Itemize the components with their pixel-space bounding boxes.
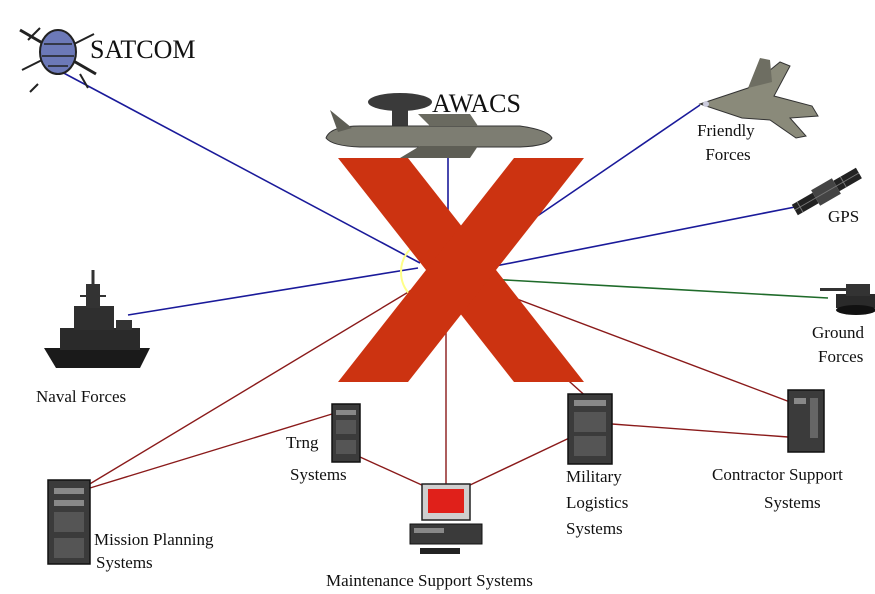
gps-satellite-icon xyxy=(791,167,862,216)
link-mission-planning xyxy=(87,284,421,486)
tank-icon xyxy=(820,284,875,315)
link-ground-forces xyxy=(469,277,829,299)
maintenance-support-label: Maintenance Support Systems xyxy=(326,571,533,590)
server-tower-icon xyxy=(331,403,361,463)
contractor-support-label: Contractor Support Systems xyxy=(712,465,847,512)
workstation-icon xyxy=(409,483,483,554)
server-tower-icon xyxy=(567,393,613,465)
link-satcom xyxy=(57,69,421,264)
link-gps xyxy=(464,206,796,273)
server-tower-icon xyxy=(47,479,91,565)
satcom-label: SATCOM xyxy=(90,35,195,64)
warship-icon xyxy=(44,270,150,368)
server-tower-icon xyxy=(787,389,825,453)
awacs-aircraft-icon xyxy=(325,93,553,158)
link-naval-forces xyxy=(127,267,419,316)
fighter-jet-icon xyxy=(698,58,819,139)
trng-systems-label: Trng Systems xyxy=(286,433,347,484)
awacs-label: AWACS xyxy=(432,89,521,118)
link-logistics-maintenance xyxy=(467,431,583,487)
military-logistics-label: Military Logistics Systems xyxy=(566,467,633,538)
link-contractor-logistics xyxy=(611,423,789,438)
gps-label: GPS xyxy=(828,207,859,226)
link-contractor xyxy=(471,281,791,403)
ground-forces-label: Ground Forces xyxy=(812,323,868,366)
mission-planning-label: Mission Planning Systems xyxy=(94,530,218,572)
friendly-forces-label: Friendly Forces xyxy=(697,121,759,164)
link-trng-mission xyxy=(89,413,333,489)
link-trng-maintenance xyxy=(359,456,425,487)
satellite-icon xyxy=(19,27,97,93)
naval-forces-label: Naval Forces xyxy=(36,387,126,406)
red-x-icon xyxy=(338,158,584,382)
